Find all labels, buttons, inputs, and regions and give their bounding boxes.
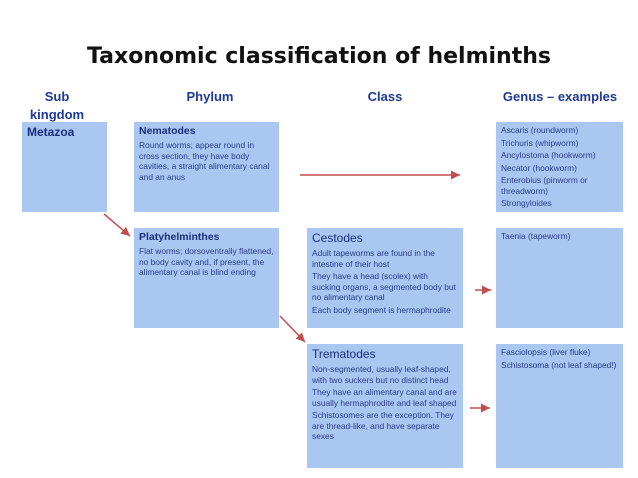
page-title: Taxonomic classification of helminths	[87, 44, 551, 69]
subkingdom-label: Metazoa	[27, 125, 75, 139]
subkingdom-box: Metazoa	[22, 122, 107, 212]
arrow-metazoa-to-platyhelminthes	[103, 213, 131, 237]
class-description-line: Adult tapeworms are found in the intesti…	[312, 248, 435, 269]
phylum-box-nematodes: Nematodes Round worms; appear round in c…	[134, 122, 279, 212]
class-description-line: Non-segmented, usually leaf-shaped, with…	[312, 364, 451, 385]
header-subkingdom: Sub kingdom	[29, 89, 85, 122]
class-name: Trematodes	[312, 347, 376, 361]
class-description-line: They have a head (scolex) with sucking o…	[312, 271, 456, 302]
genus-item: Enterobius (pinworm or threadworm)	[501, 175, 588, 196]
genus-box-cestodes: Taenia (tapeworm)	[496, 228, 623, 328]
genus-item: Schistosoma (not leaf shaped!)	[501, 359, 617, 370]
genus-item: Fasciolopsis (liver fluke)	[501, 347, 591, 357]
header-genus: Genus – examples	[502, 89, 618, 104]
phylum-name: Nematodes	[139, 125, 196, 137]
genus-box-trematodes: Fasciolopsis (liver fluke) Schistosoma (…	[496, 344, 623, 468]
genus-item: Ascaris (roundworm)	[501, 125, 579, 135]
class-box-trematodes: Trematodes Non-segmented, usually leaf-s…	[307, 344, 463, 468]
class-name: Cestodes	[312, 231, 363, 245]
class-description-line: Each body segment is hermaphrodite	[312, 304, 451, 315]
phylum-box-platyhelminthes: Platyhelminthes Flat worms; dorsoventral…	[134, 228, 279, 328]
class-description-line: Schistosomes are the exception. They are…	[312, 410, 454, 441]
class-description-line: They have an alimentary canal and are us…	[312, 387, 457, 408]
genus-box-nematodes: Ascaris (roundworm) Trichuris (whipworm)…	[496, 122, 623, 212]
class-box-cestodes: Cestodes Adult tapeworms are found in th…	[307, 228, 463, 328]
header-phylum: Phylum	[186, 89, 234, 104]
phylum-description: Flat worms; dorsoventrally flattened, no…	[139, 246, 274, 277]
arrow-platyhelminthes-to-trematodes	[279, 315, 306, 343]
genus-item: Necator (hookworm)	[501, 162, 577, 173]
genus-item: Ancylostoma (hookworm)	[501, 150, 596, 160]
genus-item: Trichuris (whipworm)	[501, 137, 579, 148]
genus-item: Taenia (tapeworm)	[501, 231, 571, 241]
phylum-name: Platyhelminthes	[139, 231, 220, 243]
phylum-description: Round worms; appear round in cross secti…	[139, 140, 270, 182]
header-class: Class	[367, 89, 403, 104]
genus-item: Strongyloides	[501, 198, 552, 208]
